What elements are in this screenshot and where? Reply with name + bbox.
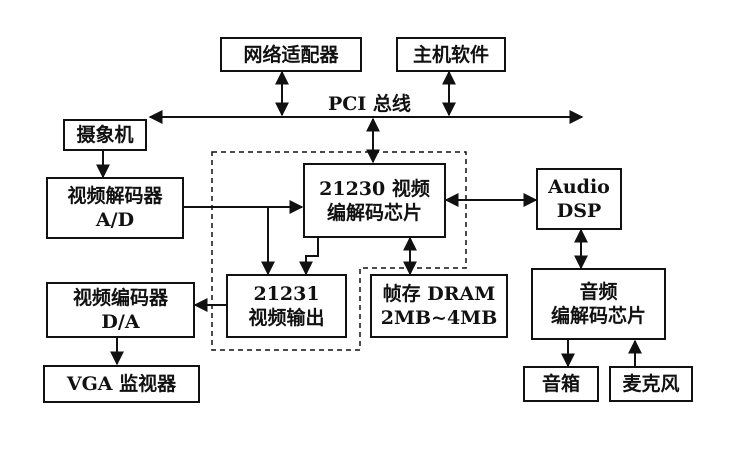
video-encoder-box: 视频编码器 D/A (46, 282, 195, 338)
speaker-label: 音箱 (541, 373, 580, 395)
video-output-box: 21231 视频输出 (226, 274, 347, 338)
host-software-label: 主机软件 (412, 43, 489, 66)
audio-dsp-label-1: Audio (548, 176, 610, 198)
pci-bus-label: PCI 总线 (325, 89, 414, 116)
speaker-box: 音箱 (523, 366, 599, 402)
chipset-boundary (211, 151, 467, 351)
video-decoder-box: 视频解码器 A/D (46, 177, 184, 239)
host-software-box: 主机软件 (396, 37, 506, 72)
vga-monitor-box: VGA 监视器 (43, 365, 200, 403)
video-decoder-label-1: 视频解码器 (67, 185, 163, 207)
video-output-label-1: 21231 (253, 283, 320, 305)
codec-chip-label-2: 编解码芯片 (326, 201, 422, 224)
camera-box: 摄象机 (63, 119, 147, 151)
audio-dsp-box: Audio DSP (536, 168, 622, 230)
network-adapter-label: 网络适配器 (243, 43, 339, 66)
network-adapter-box: 网络适配器 (220, 37, 362, 72)
microphone-label: 麦克风 (622, 373, 680, 395)
frame-dram-label-2: 2MB~4MB (380, 307, 498, 329)
video-decoder-label-2: A/D (95, 209, 135, 231)
codec-output-link (299, 236, 319, 276)
vga-monitor-label: VGA 监视器 (66, 373, 177, 395)
audio-codec-label-1: 音频 (579, 281, 618, 303)
video-encoder-label-1: 视频编码器 (72, 287, 168, 309)
camera-label: 摄象机 (76, 124, 134, 146)
frame-dram-box: 帧存 DRAM 2MB~4MB (370, 274, 508, 338)
codec-chip-box: 21230 视频 编解码芯片 (303, 163, 446, 238)
microphone-box: 麦克风 (609, 366, 693, 402)
codec-chip-label-1: 21230 视频 (319, 177, 430, 200)
video-encoder-label-2: D/A (101, 311, 140, 333)
frame-dram-label-1: 帧存 DRAM (382, 283, 496, 305)
audio-codec-box: 音频 编解码芯片 (531, 268, 666, 340)
audio-dsp-label-2: DSP (556, 200, 602, 222)
audio-codec-label-2: 编解码芯片 (550, 305, 646, 327)
video-output-label-2: 视频输出 (248, 307, 325, 329)
